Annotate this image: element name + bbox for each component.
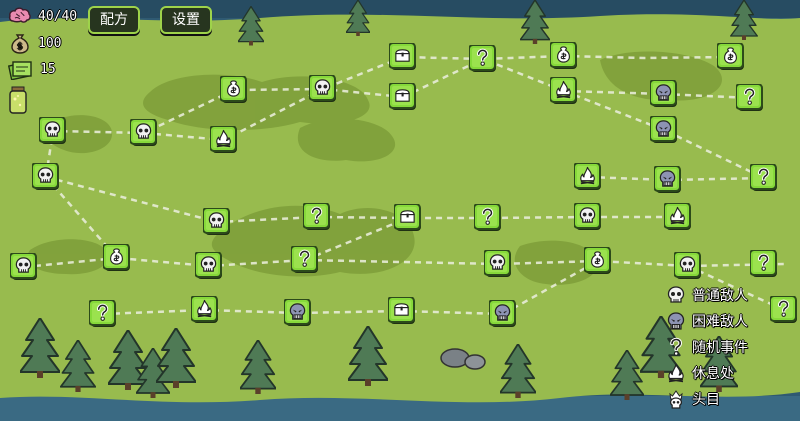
map-node-random-event[interactable] — [736, 84, 764, 112]
treasure-chest-icon — [395, 89, 410, 102]
potion-slot[interactable] — [9, 86, 27, 114]
map-node-merchant[interactable] — [103, 244, 131, 272]
boss-skull-icon — [666, 389, 686, 409]
skull-icon — [37, 167, 54, 183]
skull-icon — [314, 79, 331, 95]
skull-icon — [579, 207, 596, 223]
map-node-merchant[interactable] — [550, 42, 578, 70]
map-node-hard-enemy[interactable] — [650, 116, 678, 144]
map-node-hard-enemy[interactable] — [650, 80, 678, 108]
skull-icon — [200, 256, 217, 272]
map-node-rest-site[interactable] — [550, 77, 578, 105]
map-node-normal-enemy[interactable] — [39, 117, 67, 145]
cards-display: 15 — [8, 58, 56, 80]
map-node-hard-enemy[interactable] — [654, 166, 682, 194]
brain-icon — [8, 7, 31, 23]
map-node-hard-enemy[interactable] — [489, 300, 517, 328]
hard-skull-icon — [655, 120, 672, 137]
legend-boss: 头目 — [666, 386, 792, 412]
skull-icon — [208, 212, 225, 228]
map-node-normal-enemy[interactable] — [484, 250, 512, 278]
skull-icon — [666, 285, 686, 305]
hard-skull-icon — [666, 311, 686, 331]
map-node-random-event[interactable] — [303, 203, 331, 231]
legend-hard-enemy: 困难敌人 — [666, 308, 792, 334]
map-node-merchant[interactable] — [717, 43, 745, 71]
campfire-icon — [666, 363, 686, 383]
skull-icon — [44, 121, 61, 137]
money-display: $ 100 — [8, 32, 61, 54]
hard-skull-icon — [289, 303, 306, 320]
map-node-normal-enemy[interactable] — [309, 75, 337, 103]
potion-jar-icon — [9, 86, 27, 114]
treasure-chest-icon — [395, 49, 410, 62]
treasure-chest-icon — [394, 303, 409, 316]
cards-icon — [8, 61, 32, 80]
legend-label: 困难敌人 — [692, 314, 748, 330]
health-display: 40/40 — [8, 6, 77, 26]
legend-label: 普通敌人 — [692, 288, 748, 304]
map-node-random-event[interactable] — [474, 204, 502, 232]
map-node-random-event[interactable] — [750, 164, 778, 192]
recipe-button[interactable]: 配方 — [88, 6, 140, 34]
money-value: 100 — [38, 35, 62, 51]
settings-button[interactable]: 设置 — [160, 6, 212, 34]
map-node-rest-site[interactable] — [664, 203, 692, 231]
map-node-hard-enemy[interactable] — [284, 299, 312, 327]
map-node-merchant[interactable] — [220, 76, 248, 104]
map-node-normal-enemy[interactable] — [32, 163, 60, 191]
map-node-normal-enemy[interactable] — [195, 252, 223, 280]
map-node-normal-enemy[interactable] — [574, 203, 602, 231]
map-node-rest-site[interactable] — [210, 126, 238, 154]
legend-normal-enemy: 普通敌人 — [666, 282, 792, 308]
svg-text:$: $ — [17, 42, 23, 52]
legend-label: 头目 — [692, 392, 720, 408]
money-bag-icon: $ — [11, 34, 29, 54]
legend-rest-site: 休息处 — [666, 360, 792, 386]
skull-icon — [135, 123, 152, 139]
health-value: 40/40 — [38, 8, 78, 24]
map-node-chest[interactable] — [389, 83, 417, 111]
map-node-normal-enemy[interactable] — [674, 252, 702, 280]
map-node-normal-enemy[interactable] — [10, 253, 38, 281]
treasure-chest-icon — [400, 210, 415, 223]
hard-skull-icon — [659, 170, 676, 187]
map-node-random-event[interactable] — [750, 250, 778, 278]
skull-icon — [679, 256, 696, 272]
map-node-chest[interactable] — [389, 43, 417, 71]
map-node-merchant[interactable] — [584, 247, 612, 275]
map-node-random-event[interactable] — [89, 300, 117, 328]
legend-label: 休息处 — [692, 366, 734, 382]
map-node-random-event[interactable] — [291, 246, 319, 274]
hard-skull-icon — [655, 84, 672, 101]
skull-icon — [15, 257, 32, 273]
legend-random-event: 随机事件 — [666, 334, 792, 360]
question-mark-icon — [666, 337, 686, 357]
hard-skull-icon — [494, 304, 511, 321]
map-node-normal-enemy[interactable] — [130, 119, 158, 147]
map-node-chest[interactable] — [388, 297, 416, 325]
map-node-rest-site[interactable] — [191, 296, 219, 324]
map-node-rest-site[interactable] — [574, 163, 602, 191]
map-node-chest[interactable] — [394, 204, 422, 232]
cards-value: 15 — [40, 61, 56, 77]
map-node-normal-enemy[interactable] — [203, 208, 231, 236]
legend-label: 随机事件 — [692, 340, 748, 356]
skull-icon — [489, 254, 506, 270]
map-node-random-event[interactable] — [469, 45, 497, 73]
map-legend: 普通敌人 困难敌人 随机事件 休息处 头目 — [666, 282, 792, 412]
